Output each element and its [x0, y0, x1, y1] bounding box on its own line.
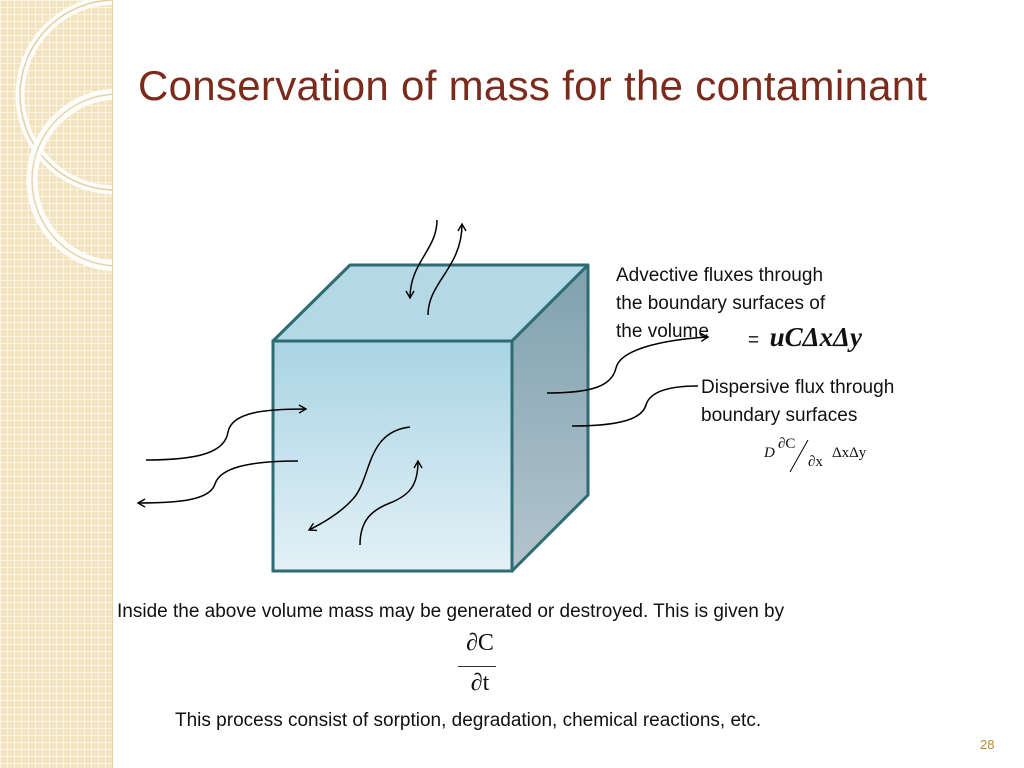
dispersive-tail: ΔxΔy: [832, 445, 867, 461]
internal-arrow-up: [359, 459, 423, 546]
advective-line-1: Advective fluxes through: [616, 265, 824, 286]
flux-arrow-right-out: [546, 332, 710, 394]
fraction-bar: [458, 666, 496, 667]
flux-arrow-right-in: [571, 385, 699, 427]
flux-arrow-top-down: [405, 219, 438, 300]
dispersive-formula: D ∂C ∂x ΔxΔy: [760, 436, 900, 478]
internal-arrow-down: [307, 426, 411, 532]
decorative-sidebar: [0, 0, 113, 768]
process-statement: This process consist of sorption, degrad…: [175, 710, 762, 731]
page-number: 28: [980, 737, 995, 752]
advective-formula-expression: uCΔxΔy: [769, 322, 862, 352]
derivative-numerator: ∂C: [466, 630, 494, 656]
derivative-denominator: ∂t: [470, 670, 490, 696]
sidebar-rings-decoration: [15, 0, 112, 272]
advective-equals: =: [748, 330, 760, 351]
dispersive-coefficient: D: [764, 445, 775, 461]
generation-statement: Inside the above volume mass may be gene…: [117, 601, 785, 622]
advective-line-2: the boundary surfaces of: [616, 293, 826, 314]
slide-title: Conservation of mass for the contaminant: [138, 62, 928, 109]
dispersive-line-1: Dispersive flux through: [701, 377, 895, 398]
advective-flux-label: Advective fluxes through the boundary su…: [616, 262, 825, 346]
partial-derivative-dc-dt: ∂C ∂t: [450, 630, 510, 710]
dispersive-flux-label: Dispersive flux through boundary surface…: [701, 374, 894, 430]
advective-formula: = uCΔxΔy: [748, 322, 862, 353]
dispersive-fraction-slash: [789, 439, 809, 473]
dispersive-line-2: boundary surfaces: [701, 405, 858, 426]
dispersive-denominator: ∂x: [808, 454, 823, 470]
flux-arrow-left-in: [145, 404, 308, 461]
advective-line-3: the volume: [616, 321, 709, 342]
dispersive-numerator: ∂C: [778, 436, 796, 452]
flux-arrow-left-out: [136, 460, 299, 508]
flux-arrow-top-up: [427, 222, 467, 316]
cube-front-face: [271, 339, 514, 573]
